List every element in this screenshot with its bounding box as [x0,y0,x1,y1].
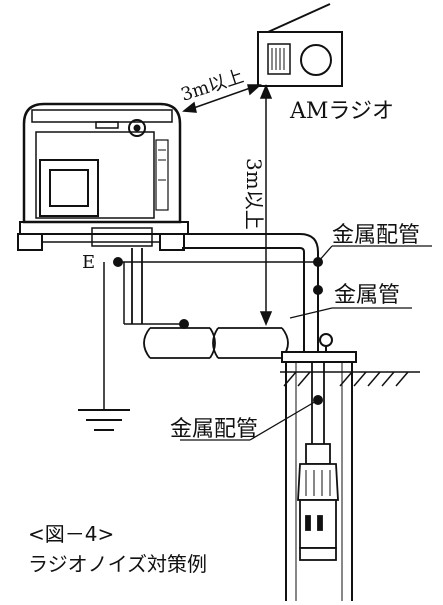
metal-pipe-lower-label: 金属配管 [170,417,258,442]
metal-tube [131,248,289,359]
lift-hook-icon [319,333,333,352]
distance-diagonal-label: 3m以上 [178,66,246,106]
figure-title: ラジオノイズ対策例 [28,552,207,576]
earth-ground-icon [78,409,130,431]
well-casing [281,351,357,601]
ground-surface [280,371,420,387]
figure-number: <図－4> [28,522,115,546]
distance-vertical-arrow [259,84,273,326]
metal-tube-label: 金属管 [334,283,400,308]
distance-vertical-label: 3m以上 [242,158,266,230]
radio-label: AMラジオ [289,99,394,124]
distance-diagonal-arrow [182,84,262,113]
metal-pipe-upper [182,233,319,360]
bonding-wire [103,261,318,410]
submersible-pump [297,443,339,561]
callout-leaders [180,245,432,441]
metal-pipe-upper-label: 金属配管 [332,223,420,248]
pump-unit [17,102,189,251]
connection-dots [113,257,323,405]
earth-terminal-label: E [82,252,95,273]
am-radio-icon [257,3,343,87]
